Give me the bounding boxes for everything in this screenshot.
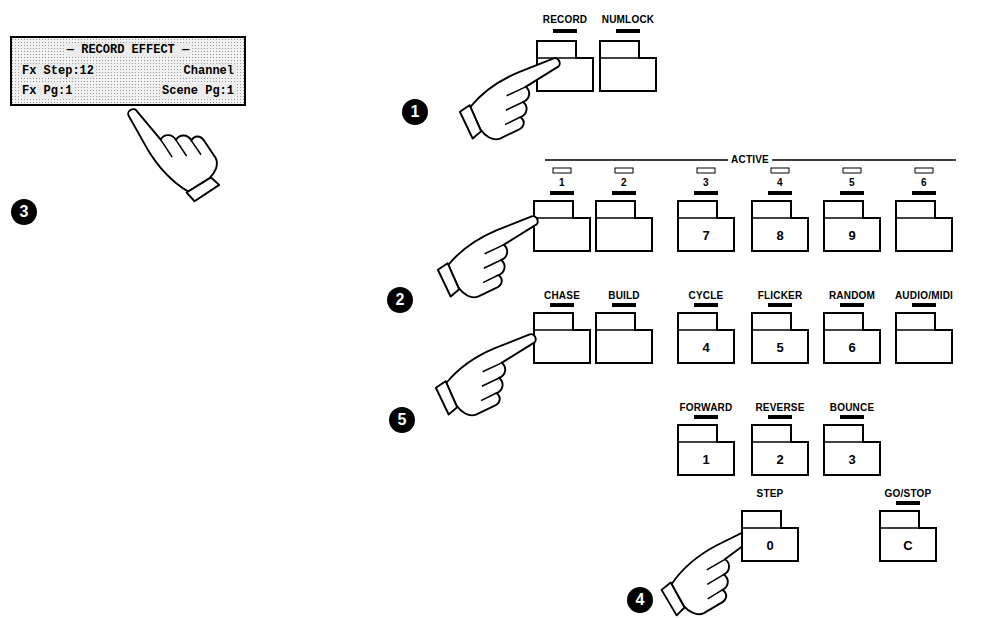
key-outline <box>823 312 881 364</box>
button-label: GO/STOP <box>885 488 932 500</box>
key-button: C <box>879 510 937 562</box>
key-number: 6 <box>823 340 881 356</box>
lcd-display: — RECORD EFFECT — Fx Step:12 Channel Fx Pg:… <box>10 36 246 106</box>
key-button: 1 <box>677 424 735 476</box>
button-label: BOUNCE <box>830 402 875 414</box>
key-number: 8 <box>751 228 809 244</box>
lcd-text: Channel <box>182 64 236 78</box>
key-outline <box>751 424 809 476</box>
key-number: 2 <box>751 452 809 468</box>
button-label: CHASE <box>544 290 580 302</box>
key-outline <box>677 312 735 364</box>
key-button: 0 <box>741 510 799 562</box>
button-label: RANDOM <box>829 290 875 302</box>
active-number: 6 <box>921 177 927 189</box>
key-number: 7 <box>677 228 735 244</box>
key-number: 5 <box>751 340 809 356</box>
lcd-text: Fx Pg:1 <box>20 84 74 98</box>
button-label: RECORD <box>543 14 588 26</box>
key-button: 3 <box>823 424 881 476</box>
group-label: ACTIVE <box>728 154 772 166</box>
lcd-text: — RECORD EFFECT — <box>65 43 191 57</box>
key-outline <box>751 200 809 252</box>
button-label: FORWARD <box>680 402 733 414</box>
button-label: STEP <box>757 488 784 500</box>
key-button: 8 <box>751 200 809 252</box>
key-outline <box>823 200 881 252</box>
key-button: 5 <box>751 312 809 364</box>
button-label: CYCLE <box>689 290 724 302</box>
key-outline <box>677 200 735 252</box>
callout-number: 5 <box>389 407 415 433</box>
key-number: C <box>879 538 937 554</box>
key-button: 9 <box>823 200 881 252</box>
key-outline <box>751 312 809 364</box>
callout-number: 4 <box>627 587 653 613</box>
callout-number: 3 <box>11 199 37 225</box>
active-number: 2 <box>621 177 627 189</box>
key-number: 4 <box>677 340 735 356</box>
key-outline <box>677 424 735 476</box>
lcd-text: Scene Pg:1 <box>160 84 236 98</box>
key-button: 4 <box>677 312 735 364</box>
callout-number: 1 <box>402 99 428 125</box>
key-button: 6 <box>823 312 881 364</box>
key-outline <box>823 424 881 476</box>
button-label: AUDIO/MIDI <box>895 290 953 302</box>
button-label: REVERSE <box>755 402 804 414</box>
active-number: 4 <box>777 177 783 189</box>
button-label: FLICKER <box>758 290 803 302</box>
key-number: 1 <box>677 452 735 468</box>
active-number: 5 <box>849 177 855 189</box>
button-label: NUMLOCK <box>602 14 655 26</box>
key-number: 3 <box>823 452 881 468</box>
active-number: 3 <box>703 177 709 189</box>
key-outline <box>879 510 937 562</box>
key-button: 7 <box>677 200 735 252</box>
button-label: BUILD <box>608 290 640 302</box>
lcd-text: Fx Step:12 <box>20 64 96 78</box>
active-number: 1 <box>559 177 565 189</box>
key-outline <box>741 510 799 562</box>
callout-number: 2 <box>387 287 413 313</box>
key-number: 0 <box>741 538 799 554</box>
key-button: 2 <box>751 424 809 476</box>
key-number: 9 <box>823 228 881 244</box>
